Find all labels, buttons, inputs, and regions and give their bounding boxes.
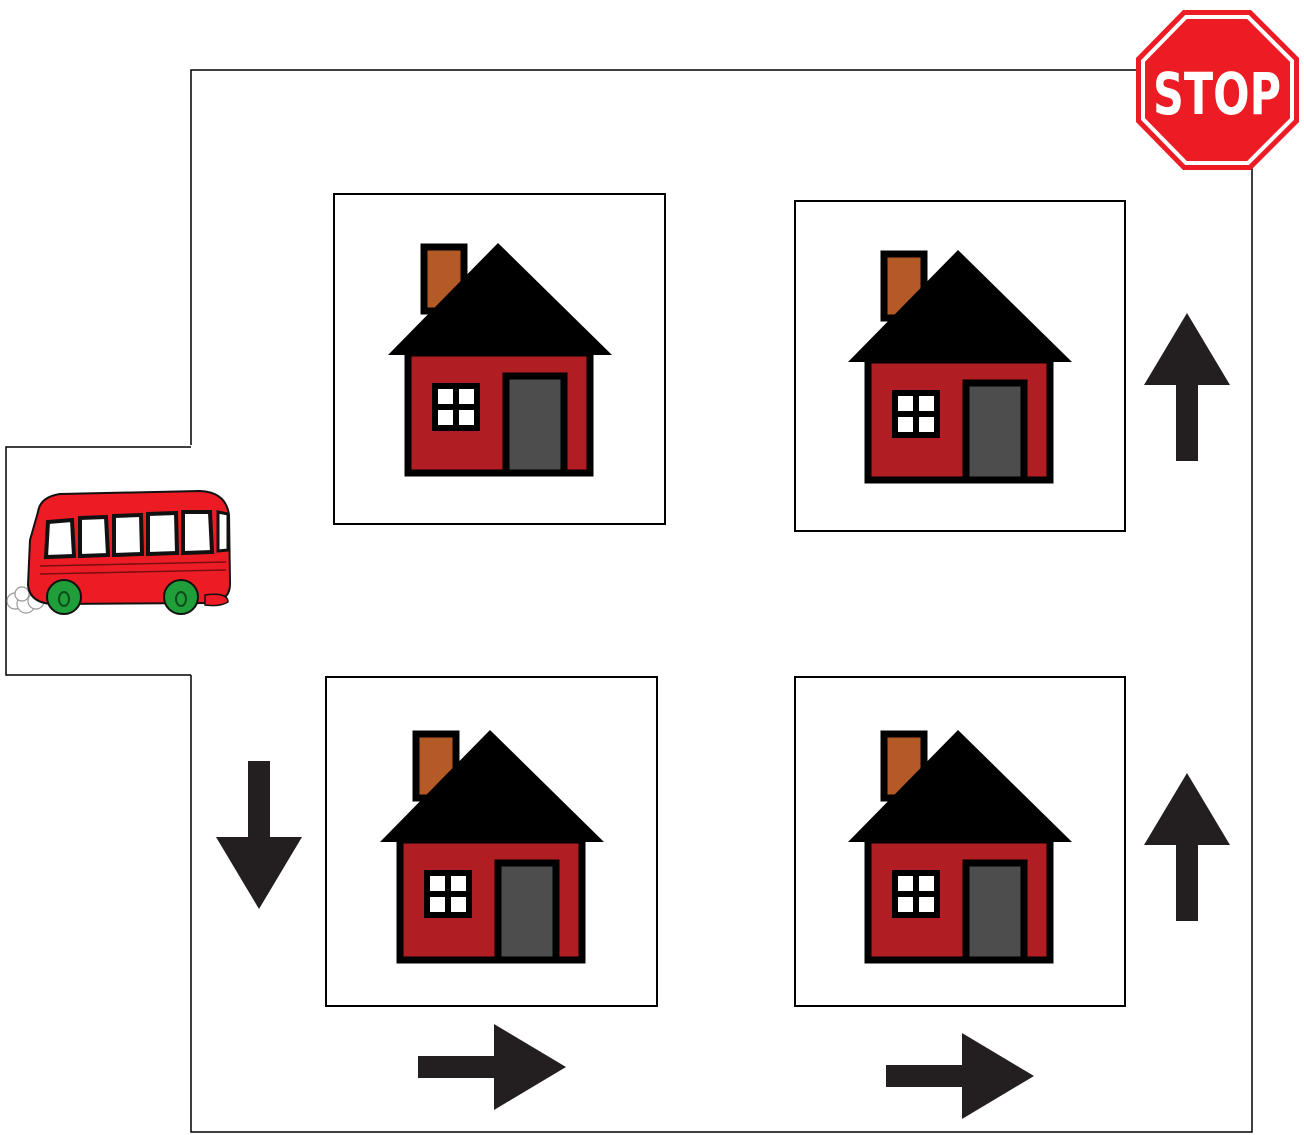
arrow-up-icon [1144, 313, 1230, 461]
arrow-right-icon [418, 1024, 566, 1110]
stop-sign-icon: STOP [1136, 10, 1299, 170]
arrow-up-icon [1144, 773, 1230, 921]
bus-icon [7, 491, 230, 614]
arrow-right-icon [886, 1033, 1034, 1119]
stop-sign-label: STOP [1153, 60, 1281, 128]
arrow-down-icon [216, 761, 302, 909]
